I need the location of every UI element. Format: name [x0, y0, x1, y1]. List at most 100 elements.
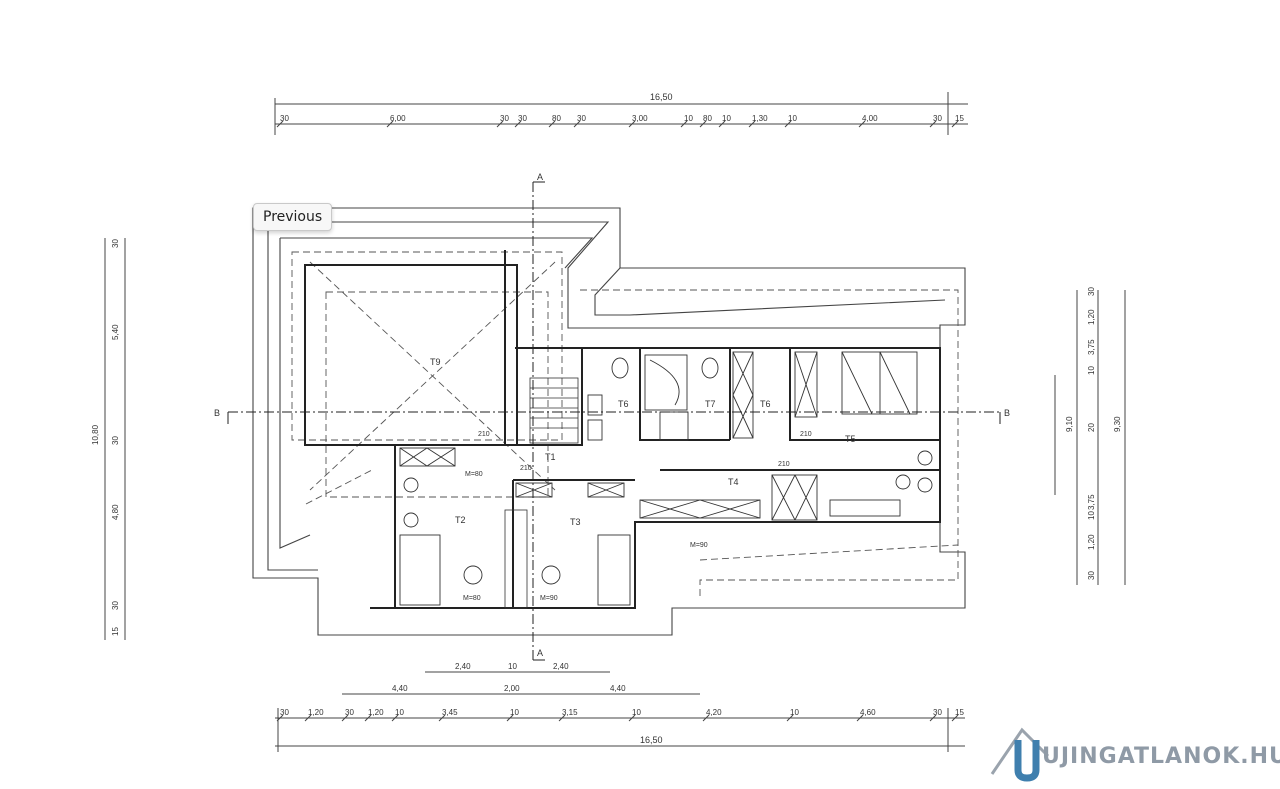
dimension-tick [364, 714, 372, 722]
previous-tooltip[interactable]: Previous [253, 203, 333, 231]
toilet [701, 357, 719, 379]
dimension-tick [514, 120, 522, 128]
top-dimension-label: 80 [552, 114, 561, 123]
left-dimension-label: 30 [111, 436, 120, 445]
right-dimension-label: 9,10 [1065, 416, 1074, 432]
bottom-dimension-label: 2,40 [455, 662, 471, 671]
right-dimension-label: 3,75 [1087, 339, 1096, 355]
right-dimension-label: 3,75 [1087, 494, 1096, 510]
bottom-dimension-label: 10 [632, 708, 641, 717]
washbasin [587, 394, 603, 416]
single-bed [399, 534, 441, 606]
top-total-dimension: 16,50 [650, 92, 673, 102]
door-height-label: 210 [520, 465, 532, 472]
top-dimension-label: 10 [722, 114, 731, 123]
door-height-label: 210 [478, 431, 490, 438]
room-label-t1: T1 [545, 452, 556, 462]
dimension-tick [341, 714, 349, 722]
section-mark-b-right: B [1004, 408, 1010, 418]
room-label-t3: T3 [570, 517, 581, 527]
left-dimension-label: 30 [111, 239, 120, 248]
wardrobe [771, 474, 818, 521]
single-bed [597, 534, 631, 606]
bottom-dimension-label: 4,40 [610, 684, 626, 693]
bottom-dimension-label: 2,40 [553, 662, 569, 671]
dimension-tick [496, 120, 504, 128]
top-dimension-label: 15 [955, 114, 964, 123]
dimension-tick [748, 120, 756, 128]
washbasin [587, 419, 603, 441]
top-dimension-label: 30 [577, 114, 586, 123]
dimension-tick [951, 120, 959, 128]
top-dimension-label: 30 [280, 114, 289, 123]
room-label-t5: T5 [845, 434, 856, 444]
dimension-tick [391, 714, 399, 722]
left-dimension-label: 5,40 [111, 324, 120, 340]
right-dimension-label: 20 [1087, 423, 1096, 432]
top-dimension-label: 10 [788, 114, 797, 123]
wardrobe [794, 351, 818, 418]
dimension-tick [929, 120, 937, 128]
bottom-dimension-label: 30 [933, 708, 942, 717]
right-dimension-label: 1,20 [1087, 309, 1096, 325]
dimension-tick [951, 714, 959, 722]
dimension-tick [276, 120, 284, 128]
left-dimension-label: 10,80 [91, 424, 100, 445]
section-mark-a-top: A [537, 172, 543, 182]
top-dimension-label: 10 [684, 114, 693, 123]
dimension-tick [699, 120, 707, 128]
roof-outline [252, 207, 966, 636]
bottom-dimension-label: 15 [955, 708, 964, 717]
room-label-t6: T6 [618, 399, 629, 409]
dimension-tick [929, 714, 937, 722]
door-height-label: 210 [778, 461, 790, 468]
door-height-label: 210 [800, 431, 812, 438]
left-dimension-label: 30 [111, 601, 120, 610]
dimension-tick [702, 714, 710, 722]
dimension-tick [573, 120, 581, 128]
dimension-tick [628, 120, 636, 128]
room-t9-walls [304, 264, 518, 446]
room-label-t6b: T6 [760, 399, 771, 409]
bottom-dimension-label: 3,45 [442, 708, 458, 717]
bottom-dimension-label: 30 [345, 708, 354, 717]
dimension-tick [506, 714, 514, 722]
top-dimension-label: 30 [518, 114, 527, 123]
double-bed [841, 351, 918, 415]
dimension-tick [558, 714, 566, 722]
right-dimension-label: 1,20 [1087, 534, 1096, 550]
top-dimension-label: 30 [500, 114, 509, 123]
dimension-tick [680, 120, 688, 128]
bottom-dimension-label: 4,40 [392, 684, 408, 693]
dimension-tick [304, 714, 312, 722]
dimension-tick [548, 120, 556, 128]
top-dimension-label: 30 [933, 114, 942, 123]
bottom-dimension-label: 4,60 [860, 708, 876, 717]
door-label: M=90 [540, 595, 558, 602]
room-label-t7: T7 [705, 399, 716, 409]
bottom-dimension-label: 3,15 [562, 708, 578, 717]
left-dimension-label: 4,80 [111, 504, 120, 520]
bottom-dimension-label: 4,20 [706, 708, 722, 717]
room-label-t9: T9 [430, 357, 441, 367]
dimension-tick [784, 120, 792, 128]
door-label: M=90 [690, 542, 708, 549]
left-dimension-label: 15 [111, 627, 120, 636]
section-mark-b-left: B [214, 408, 220, 418]
right-dimension-label: 10 [1087, 511, 1096, 520]
watermark-text: UJINGATLANOK.HU [1042, 744, 1280, 769]
bathtub [644, 354, 688, 411]
door-label: M=80 [465, 471, 483, 478]
right-dimension-label: 30 [1087, 571, 1096, 580]
bottom-dimension-label: 30 [280, 708, 289, 717]
right-dimension-label: 30 [1087, 287, 1096, 296]
dimension-tick [786, 714, 794, 722]
right-dimension-label: 9,30 [1113, 416, 1122, 432]
dimension-tick [276, 714, 284, 722]
bottom-dimension-label: 10 [510, 708, 519, 717]
dimension-tick [858, 120, 866, 128]
dimension-tick [628, 714, 636, 722]
top-dimension-label: 4,00 [862, 114, 878, 123]
wardrobe [732, 351, 754, 439]
